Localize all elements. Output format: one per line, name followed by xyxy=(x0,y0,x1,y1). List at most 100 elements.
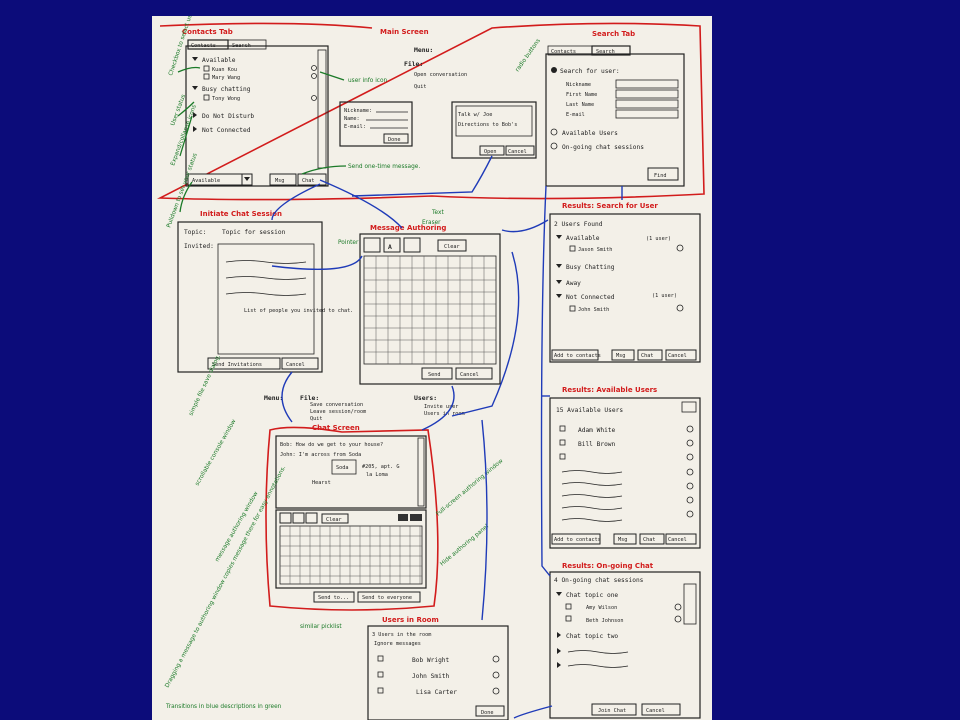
info-icon[interactable] xyxy=(311,73,317,79)
expand-icon[interactable] xyxy=(556,592,562,596)
menu-leave[interactable]: Leave session/room xyxy=(310,409,366,415)
expand-icon[interactable] xyxy=(556,294,562,298)
find-button[interactable] xyxy=(647,167,679,181)
open-button[interactable] xyxy=(479,145,505,156)
contacts-scrollbar[interactable] xyxy=(317,49,327,169)
collapse-icon[interactable] xyxy=(557,632,561,638)
msg-button[interactable] xyxy=(611,349,635,361)
send-invitations-button[interactable] xyxy=(207,357,281,370)
info-icon[interactable] xyxy=(686,439,694,447)
result-checkbox[interactable] xyxy=(569,305,576,312)
info-icon[interactable] xyxy=(492,671,500,679)
cancel-button[interactable] xyxy=(665,533,697,545)
chat-button[interactable] xyxy=(637,349,663,361)
chat-console[interactable] xyxy=(275,435,427,509)
collapse-icon[interactable] xyxy=(557,662,561,668)
scroll-handle[interactable] xyxy=(681,401,697,413)
pointer-tool-icon[interactable] xyxy=(363,237,381,253)
done-button[interactable] xyxy=(383,133,409,144)
msg-button[interactable] xyxy=(613,533,637,545)
add-contacts-button[interactable] xyxy=(551,533,601,545)
drawing-canvas[interactable] xyxy=(363,255,497,365)
invited-list[interactable] xyxy=(217,243,315,355)
info-icon[interactable] xyxy=(311,95,317,101)
collapse-icon[interactable] xyxy=(193,126,197,132)
send-to-button[interactable] xyxy=(313,591,355,603)
info-icon[interactable] xyxy=(676,304,684,312)
checkbox-mary[interactable] xyxy=(203,73,210,80)
eraser-tool-icon[interactable] xyxy=(403,237,421,253)
result-checkbox[interactable] xyxy=(559,453,566,460)
text-tool-icon[interactable] xyxy=(383,237,401,253)
result-checkbox[interactable] xyxy=(569,245,576,252)
collapse-icon[interactable] xyxy=(557,648,561,654)
info-icon[interactable] xyxy=(311,65,317,71)
info-icon[interactable] xyxy=(686,468,694,476)
last-name-input[interactable] xyxy=(615,99,679,109)
cancel-button[interactable] xyxy=(665,349,697,361)
info-icon[interactable] xyxy=(686,496,694,504)
console-scrollbar[interactable] xyxy=(417,437,425,507)
clear-button[interactable] xyxy=(321,513,349,524)
collapse-icon[interactable] xyxy=(193,112,197,118)
clear-button[interactable] xyxy=(437,239,467,252)
topic-value[interactable]: Topic for session xyxy=(222,229,286,236)
result-checkbox[interactable] xyxy=(559,439,566,446)
eraser-tool-icon[interactable] xyxy=(305,512,318,524)
cancel-button[interactable] xyxy=(281,357,319,370)
expand-icon[interactable] xyxy=(556,235,562,239)
info-icon[interactable] xyxy=(674,615,682,623)
member-checkbox[interactable] xyxy=(565,615,572,622)
info-icon[interactable] xyxy=(686,425,694,433)
info-icon[interactable] xyxy=(492,687,500,695)
join-chat-button[interactable] xyxy=(591,703,637,716)
conversation-item[interactable]: Directions to Bob's xyxy=(458,122,517,128)
cancel-button[interactable] xyxy=(455,367,493,380)
info-icon[interactable] xyxy=(674,603,682,611)
pointer-tool-icon[interactable] xyxy=(279,512,292,524)
tab-search[interactable] xyxy=(227,39,267,50)
member-checkbox[interactable] xyxy=(565,603,572,610)
done-button[interactable] xyxy=(475,705,505,717)
cancel-button[interactable] xyxy=(641,703,681,716)
ongoing-scrollbar[interactable] xyxy=(683,583,697,625)
radio-available[interactable] xyxy=(550,128,558,136)
conversation-list[interactable] xyxy=(455,105,533,137)
chat-button[interactable] xyxy=(639,533,665,545)
expand-icon[interactable] xyxy=(192,57,198,61)
radio-ongoing[interactable] xyxy=(550,142,558,150)
info-icon[interactable] xyxy=(492,655,500,663)
nickname-input[interactable] xyxy=(615,79,679,89)
checkbox-kuan[interactable] xyxy=(203,65,210,72)
add-contacts-button[interactable] xyxy=(551,349,599,361)
msg-button[interactable] xyxy=(269,173,297,186)
ignore-checkbox[interactable] xyxy=(377,655,384,662)
full-screen-icon[interactable] xyxy=(398,514,408,521)
chat-drawing-canvas[interactable] xyxy=(279,525,423,585)
hide-panel-icon[interactable] xyxy=(410,514,422,521)
menu-save[interactable]: Save conversation xyxy=(310,402,363,408)
info-icon[interactable] xyxy=(676,244,684,252)
result-checkbox[interactable] xyxy=(559,425,566,432)
text-tool-icon[interactable] xyxy=(292,512,305,524)
menu-quit[interactable]: Quit xyxy=(414,84,427,90)
ignore-checkbox[interactable] xyxy=(377,687,384,694)
cancel-button[interactable] xyxy=(505,145,535,156)
tab-search[interactable] xyxy=(591,45,631,56)
send-button[interactable] xyxy=(421,367,453,380)
menu-invite[interactable]: Invite user xyxy=(424,404,458,410)
conversation-item[interactable]: Talk w/ Joe xyxy=(458,112,492,118)
expand-icon[interactable] xyxy=(556,264,562,268)
info-icon[interactable] xyxy=(686,482,694,490)
email-input[interactable] xyxy=(615,109,679,119)
info-icon[interactable] xyxy=(686,510,694,518)
first-name-input[interactable] xyxy=(615,89,679,99)
menu-quit[interactable]: Quit xyxy=(310,416,323,422)
expand-icon[interactable] xyxy=(192,86,198,90)
menu-open[interactable]: Open conversation xyxy=(414,72,467,78)
send-everyone-button[interactable] xyxy=(357,591,421,603)
checkbox-tony[interactable] xyxy=(203,94,210,101)
info-icon[interactable] xyxy=(686,453,694,461)
menu-users-room[interactable]: Users in room xyxy=(424,411,465,417)
ignore-checkbox[interactable] xyxy=(377,671,384,678)
